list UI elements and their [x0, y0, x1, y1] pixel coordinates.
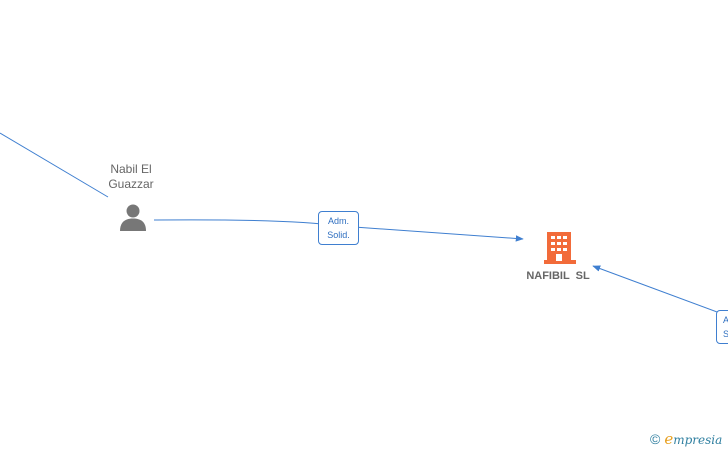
- edge-label-offscreen[interactable]: A S: [716, 310, 728, 344]
- person-name-line1: Nabil El: [110, 162, 152, 176]
- edge-offscreen-to-company: [592, 265, 728, 317]
- person-icon[interactable]: [118, 203, 148, 231]
- copyright-icon: ©: [650, 431, 661, 447]
- building-icon[interactable]: [544, 230, 576, 264]
- person-name-line2: Guazzar: [108, 177, 154, 191]
- edge-label-line1: Adm.: [327, 216, 349, 226]
- edge-label-line2: S: [723, 329, 728, 339]
- edge-label-line2: Solid.: [327, 230, 350, 240]
- company-node-label[interactable]: NAFIBIL SL: [526, 270, 590, 282]
- edge-label-line1: A: [723, 315, 728, 325]
- edge-offscreen-to-person: [0, 132, 109, 198]
- edge-label-adm-solid[interactable]: Adm. Solid.: [318, 211, 359, 245]
- brand-initial: e: [664, 430, 674, 448]
- brand-rest: mpresia: [673, 433, 723, 447]
- person-node-label[interactable]: Nabil El Guazzar: [96, 162, 166, 192]
